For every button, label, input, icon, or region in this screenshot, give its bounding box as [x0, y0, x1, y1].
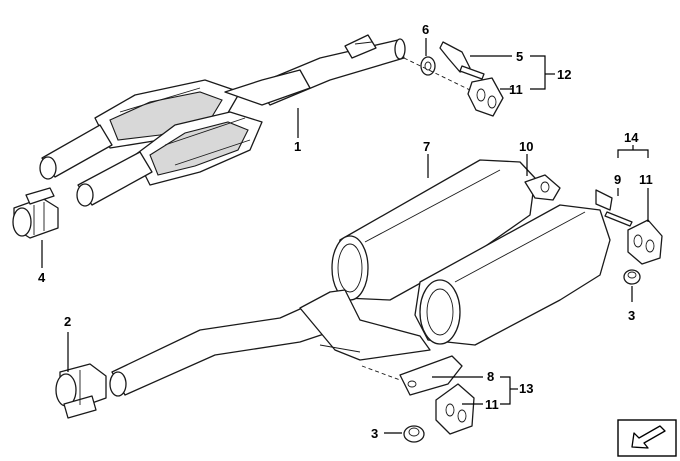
- callout-11-right: 11: [639, 172, 653, 187]
- rear-silencer[interactable]: [331, 159, 633, 346]
- callout-10: 10: [519, 139, 533, 154]
- bracket-5[interactable]: [439, 41, 485, 80]
- callout-9: 9: [614, 172, 621, 187]
- callout-8: 8: [487, 369, 494, 384]
- intermediate-pipe[interactable]: [109, 289, 431, 397]
- rubber-hanger-11-top[interactable]: [467, 77, 504, 117]
- rubber-hanger-11-right[interactable]: [627, 219, 663, 265]
- callout-3-right: 3: [628, 308, 635, 323]
- callout-6: 6: [422, 22, 429, 37]
- callout-11-top: 11: [509, 82, 523, 97]
- callout-12: 12: [557, 67, 571, 82]
- bracket-8[interactable]: [399, 355, 463, 396]
- callout-1: 1: [294, 139, 301, 154]
- rubber-hanger-11-bottom[interactable]: [435, 383, 475, 435]
- callout-13: 13: [519, 381, 533, 396]
- leader-lines: [41, 38, 649, 434]
- rubber-mount-6[interactable]: [420, 56, 436, 76]
- callout-4: 4: [38, 270, 46, 285]
- callout-labels: 1 2 3 3 4 5 6 7 8 9 10 11 11 11 12 13 14: [38, 22, 653, 441]
- arrow-diagonal-down-left-icon[interactable]: [617, 419, 677, 457]
- callout-7: 7: [423, 139, 430, 154]
- callout-2: 2: [64, 314, 71, 329]
- rubber-mount-3-right[interactable]: [623, 269, 641, 285]
- pipe-clamp-front[interactable]: [12, 187, 59, 239]
- catalytic-converter-assembly[interactable]: [39, 34, 406, 207]
- callout-14: 14: [624, 130, 639, 145]
- callout-11-bottom: 11: [485, 397, 499, 412]
- pipe-clamp-rear[interactable]: [55, 363, 107, 419]
- rubber-mount-3-bottom[interactable]: [403, 425, 425, 443]
- callout-3-bottom: 3: [371, 426, 378, 441]
- callout-5: 5: [516, 49, 523, 64]
